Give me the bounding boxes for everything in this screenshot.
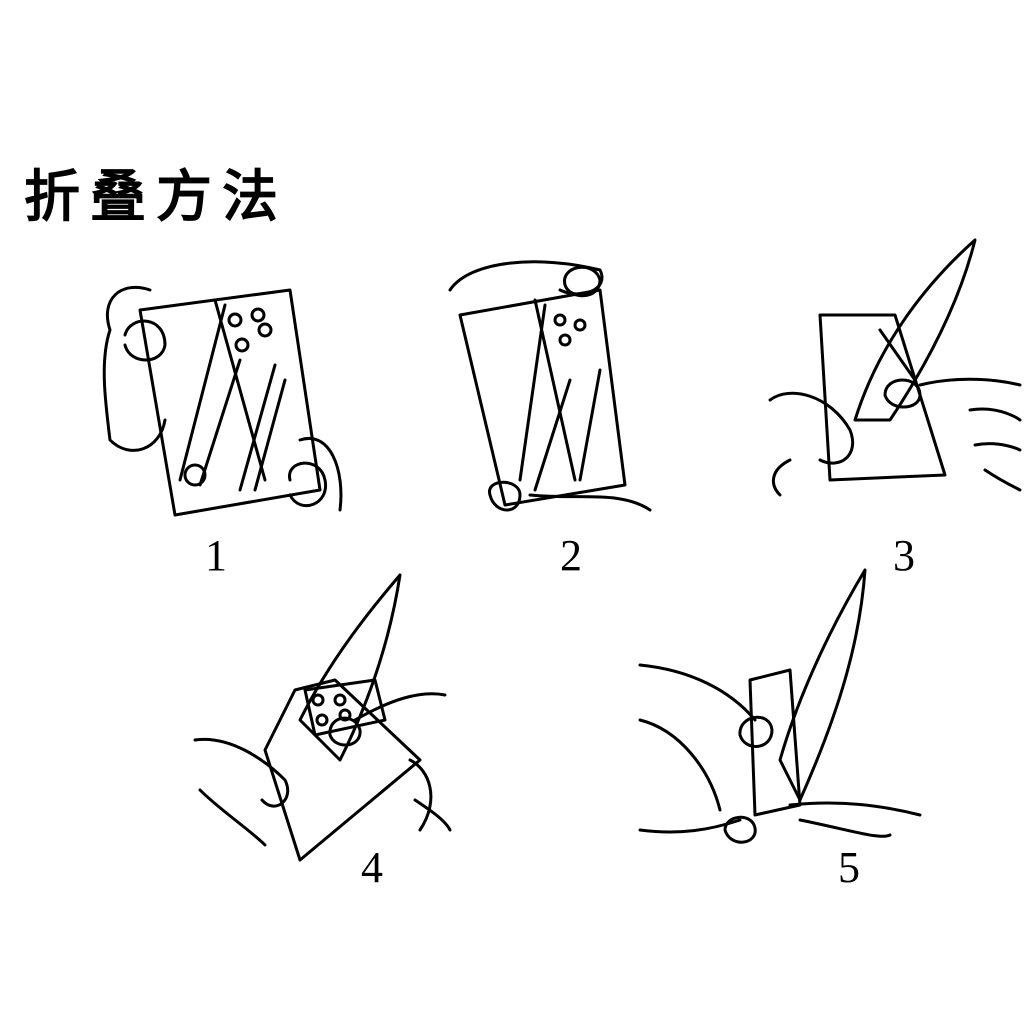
- step-3-illustration: [768, 238, 1022, 497]
- step-number-3: 3: [893, 531, 915, 580]
- diagram-title: 折叠方法: [24, 164, 288, 230]
- step-2-illustration: [448, 260, 652, 512]
- step-4-illustration: [193, 573, 452, 862]
- card: [458, 288, 627, 507]
- step-1-illustration: [102, 285, 343, 517]
- step-number-5: 5: [838, 843, 860, 892]
- blade: [778, 568, 867, 802]
- card: [818, 313, 947, 482]
- step-number-4: 4: [361, 843, 383, 892]
- step-5-illustration: [638, 568, 922, 844]
- card: [138, 288, 322, 517]
- card: [263, 678, 422, 862]
- step-number-1: 1: [205, 531, 227, 580]
- card: [748, 668, 802, 817]
- step-number-2: 2: [560, 531, 582, 580]
- blade: [853, 238, 977, 422]
- hand: [102, 285, 167, 452]
